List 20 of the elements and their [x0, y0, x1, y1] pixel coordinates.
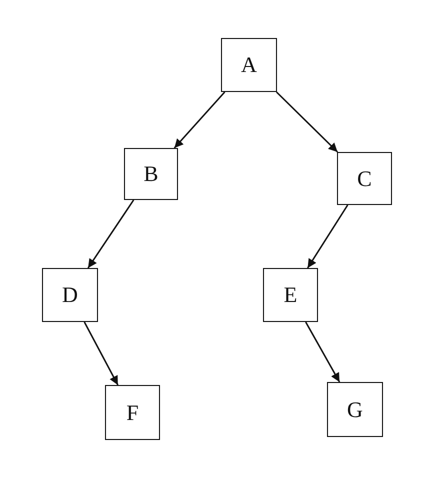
node-label: E — [284, 282, 298, 308]
node-label: C — [357, 166, 372, 192]
node-label: A — [241, 52, 257, 78]
node-box — [221, 38, 277, 92]
node-label: B — [144, 161, 158, 187]
node-label: D — [62, 282, 78, 308]
arrow — [307, 204, 348, 268]
arrow — [276, 91, 338, 153]
node-box — [337, 152, 392, 205]
node-box — [42, 268, 98, 322]
node-box — [124, 148, 178, 200]
node-label: F — [126, 400, 139, 426]
arrow — [305, 322, 340, 382]
node-box — [263, 268, 318, 322]
node-box — [327, 382, 383, 437]
arrow — [84, 322, 119, 386]
node-label: G — [347, 396, 363, 422]
node-box — [105, 385, 160, 440]
arrow — [87, 200, 134, 268]
arrow — [174, 92, 226, 148]
